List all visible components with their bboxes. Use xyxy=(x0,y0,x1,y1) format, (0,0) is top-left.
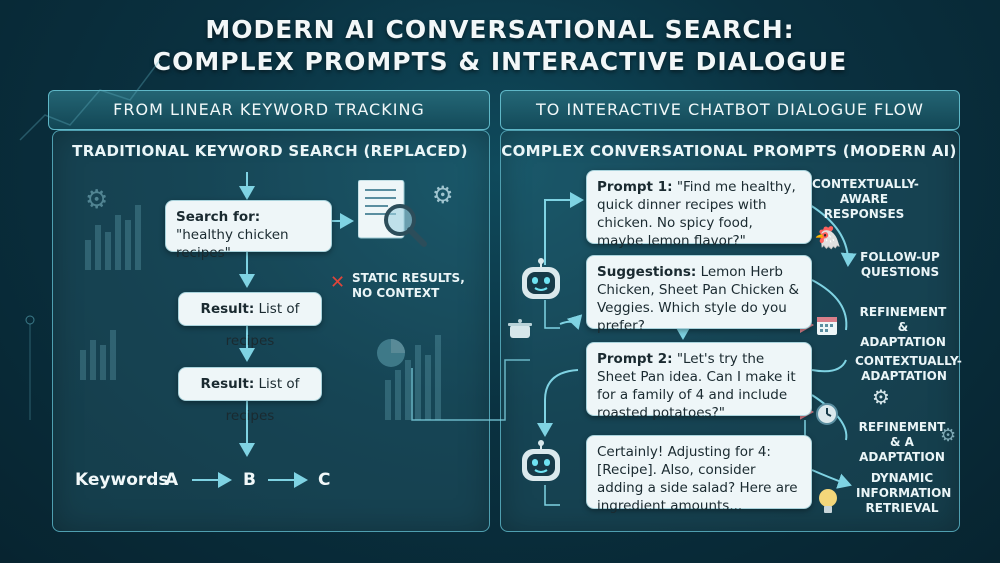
keywords-label: Keywords xyxy=(75,470,169,490)
keyword-c: C xyxy=(318,470,331,490)
pie-chart-icon xyxy=(375,337,407,373)
search-query: "healthy chicken recipes" xyxy=(176,227,289,261)
clock-icon xyxy=(815,402,839,430)
answer-text: Certainly! Adjusting for 4: [Recipe]. Al… xyxy=(597,444,798,514)
gear-icon: ⚙ xyxy=(872,385,890,409)
suggestions-bubble: Suggestions: Lemon Herb Chicken, Sheet P… xyxy=(586,255,812,334)
cooking-pot-icon xyxy=(507,318,533,344)
robot-icon xyxy=(518,440,564,490)
prompt-2-text: "Let's try the Sheet Pan idea. Can I mak… xyxy=(597,351,796,421)
side-label-follow-up: FOLLOW-UP QUESTIONS xyxy=(860,250,940,279)
result-box-2: Result: List of recipes xyxy=(178,367,322,424)
keyword-b: B xyxy=(243,470,256,490)
left-panel-title: TRADITIONAL KEYWORD SEARCH (REPLACED) xyxy=(72,142,468,160)
result-label: Result: xyxy=(200,376,255,392)
left-banner: FROM LINEAR KEYWORD TRACKING xyxy=(48,90,490,130)
lightbulb-icon xyxy=(817,487,839,521)
calendar-icon xyxy=(815,313,839,341)
gear-icon: ⚙ xyxy=(432,181,454,209)
left-panel xyxy=(52,130,490,532)
side-label-refinement-2: REFINEMENT & A ADAPTATION xyxy=(858,420,946,464)
result-text: List of recipes xyxy=(225,301,300,349)
result-label: Result: xyxy=(200,301,255,317)
search-box: Search for: "healthy chicken recipes" xyxy=(165,200,332,261)
static-note-line-1: STATIC RESULTS, xyxy=(352,271,465,285)
static-results-note: STATIC RESULTS, NO CONTEXT xyxy=(352,271,465,301)
prompt-1-bubble: Prompt 1: "Find me healthy, quick dinner… xyxy=(586,170,812,249)
side-label-contextually-adaptation: CONTEXTUALLY-ADAPTATION xyxy=(855,354,962,383)
result-box-1: Result: List of recipes xyxy=(178,292,322,349)
right-panel-title: COMPLEX CONVERSATIONAL PROMPTS (MODERN A… xyxy=(501,142,957,160)
search-label: Search for: xyxy=(176,209,261,225)
cross-icon: ✕ xyxy=(330,272,346,293)
prompt-2-label: Prompt 2: xyxy=(597,351,673,367)
title-line-2: COMPLEX PROMPTS & INTERACTIVE DIALOGUE xyxy=(152,47,848,76)
prompt-1-label: Prompt 1: xyxy=(597,179,673,195)
right-banner: TO INTERACTIVE CHATBOT DIALOGUE FLOW xyxy=(500,90,960,130)
gear-icon: ⚙ xyxy=(940,425,957,446)
result-text: List of recipes xyxy=(225,376,300,424)
suggestions-text: Lemon Herb Chicken, Sheet Pan Chicken & … xyxy=(597,264,800,334)
gear-icon: ⚙ xyxy=(85,185,109,215)
search-document-icon xyxy=(357,179,438,264)
keyword-a: A xyxy=(165,470,179,490)
prompt-2-bubble: Prompt 2: "Let's try the Sheet Pan idea.… xyxy=(586,342,812,421)
side-label-refinement-1: REFINEMENT & ADAPTATION xyxy=(859,305,947,349)
suggestions-label: Suggestions: xyxy=(597,264,697,280)
title-line-1: MODERN AI CONVERSATIONAL SEARCH: xyxy=(205,15,795,44)
side-label-contextually-aware: CONTEXTUALLY-AWARE RESPONSES xyxy=(812,177,919,221)
prompt-1-text: "Find me healthy, quick dinner recipes w… xyxy=(597,179,796,249)
robot-icon xyxy=(518,258,564,308)
static-note-line-2: NO CONTEXT xyxy=(352,286,440,300)
chicken-icon: 🐔 xyxy=(814,226,842,251)
page-title: MODERN AI CONVERSATIONAL SEARCH: COMPLEX… xyxy=(0,14,1000,78)
side-label-dynamic-retrieval: DYNAMIC INFORMATION RETRIEVAL xyxy=(856,471,952,515)
answer-bubble: Certainly! Adjusting for 4: [Recipe]. Al… xyxy=(586,435,812,514)
